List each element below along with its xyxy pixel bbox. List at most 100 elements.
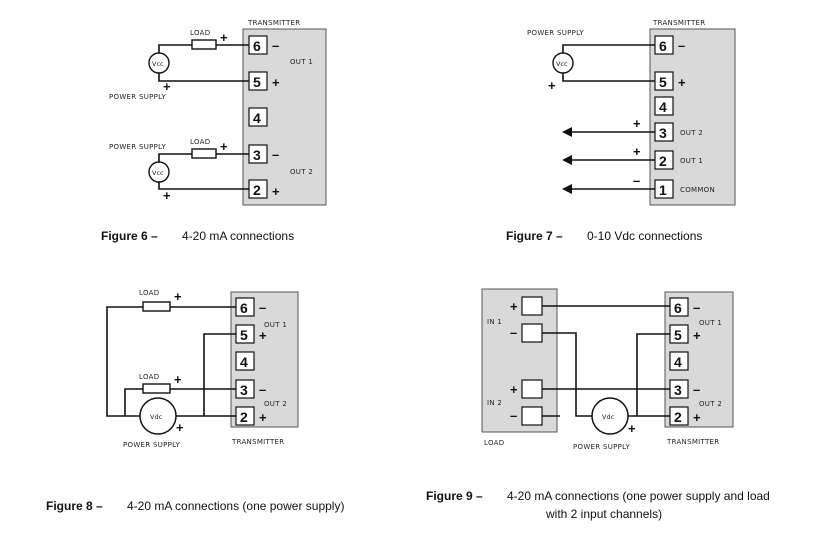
- vdc-label: Vdc: [150, 413, 163, 421]
- terminal-4-number: 4: [659, 99, 667, 115]
- figure-8: TRANSMITTER 6 5 4 3 2 – + – + OUT 1 OUT …: [106, 289, 299, 449]
- terminal-4: [235, 351, 255, 371]
- transmitter-label: TRANSMITTER: [652, 19, 705, 27]
- wire: [628, 333, 670, 417]
- figure-8-label: Figure 8 –: [46, 499, 103, 513]
- terminal-3-number: 3: [674, 382, 682, 398]
- sign-plus: +: [510, 299, 518, 314]
- figure-6-caption: 4-20 mA connections: [182, 229, 294, 243]
- wire: [158, 44, 249, 82]
- vcc-label: Vcc: [556, 60, 568, 68]
- out1-label: OUT 1: [699, 319, 722, 327]
- sign-minus: –: [510, 408, 517, 423]
- terminal-2-number: 2: [674, 409, 682, 425]
- sign-plus: +: [176, 420, 184, 435]
- in2-label: IN 2: [487, 399, 502, 407]
- terminal-5-number: 5: [659, 74, 667, 90]
- wire: [124, 388, 236, 416]
- figure-6-label: Figure 6 –: [101, 229, 158, 243]
- terminal-4-number: 4: [674, 354, 682, 370]
- terminal-4: [248, 107, 268, 127]
- sign-minus: –: [259, 300, 266, 315]
- power-supply-icon: [148, 161, 170, 183]
- terminal-6-number: 6: [659, 38, 667, 54]
- power-supply-icon: [139, 397, 177, 435]
- input-terminal: [521, 323, 543, 343]
- transmitter-label: TRANSMITTER: [666, 438, 719, 446]
- arrow-left-icon: [562, 127, 572, 137]
- out2-label: OUT 2: [290, 168, 313, 176]
- sign-plus: +: [220, 139, 228, 154]
- wire: [158, 153, 249, 190]
- power-supply-icon: [148, 52, 170, 74]
- sign-plus: +: [633, 116, 641, 131]
- out1-label: OUT 1: [264, 321, 287, 329]
- terminal-1-number: 1: [659, 182, 667, 198]
- vdc-label: Vdc: [602, 413, 615, 421]
- terminal-6: [669, 297, 689, 317]
- transmitter-box: [649, 28, 736, 206]
- sign-plus: +: [693, 410, 701, 425]
- load-label: LOAD: [190, 138, 210, 146]
- terminal-3-number: 3: [253, 147, 261, 163]
- sign-plus: +: [174, 372, 182, 387]
- terminal-5-number: 5: [240, 327, 248, 343]
- power-supply-label: POWER SUPPLY: [527, 29, 584, 37]
- figure-7-label: Figure 7 –: [506, 229, 563, 243]
- common-label: COMMON: [680, 186, 715, 194]
- wire: [542, 332, 592, 417]
- sign-plus: +: [163, 79, 171, 94]
- terminal-4-number: 4: [253, 110, 261, 126]
- terminal-2-number: 2: [253, 182, 261, 198]
- sign-plus: +: [174, 289, 182, 304]
- vcc-label: Vcc: [152, 60, 164, 68]
- sign-plus: +: [259, 410, 267, 425]
- arrow-left-icon: [562, 184, 572, 194]
- power-supply-label: POWER SUPPLY: [573, 443, 630, 451]
- figure-6: TRANSMITTER 6 5 4 3 2 – + – + OUT 1 OUT …: [109, 19, 327, 206]
- terminal-2-number: 2: [240, 409, 248, 425]
- out2-label: OUT 2: [264, 400, 287, 408]
- sign-minus: –: [259, 382, 266, 397]
- load-resistor: [191, 39, 217, 50]
- sign-plus: +: [628, 421, 636, 436]
- sign-plus: +: [272, 184, 280, 199]
- figure-9-caption: 4-20 mA connections (one power supply an…: [507, 489, 770, 503]
- figure-9-label: Figure 9 –: [426, 489, 483, 503]
- transmitter-label: TRANSMITTER: [231, 438, 284, 446]
- power-supply-label: POWER SUPPLY: [109, 143, 166, 151]
- load-label: LOAD: [484, 439, 504, 447]
- terminal-3-number: 3: [659, 125, 667, 141]
- sign-minus: –: [272, 147, 279, 162]
- input-terminal: [521, 406, 543, 426]
- sign-minus: –: [633, 173, 640, 188]
- power-supply-label: POWER SUPPLY: [123, 441, 180, 449]
- sign-plus: +: [633, 144, 641, 159]
- power-supply-icon: [552, 52, 574, 74]
- terminal-4-number: 4: [240, 354, 248, 370]
- wire: [176, 333, 236, 417]
- figure-7-caption: 0-10 Vdc connections: [587, 229, 702, 243]
- load-resistor: [191, 148, 217, 159]
- terminal-6-number: 6: [674, 300, 682, 316]
- sign-plus: +: [510, 382, 518, 397]
- out2-label: OUT 2: [680, 129, 703, 137]
- wire: [562, 44, 655, 82]
- input-terminal: [521, 296, 543, 316]
- out2-label: OUT 2: [699, 400, 722, 408]
- transmitter-label: TRANSMITTER: [247, 19, 300, 27]
- terminal-6-number: 6: [240, 300, 248, 316]
- vcc-label: Vcc: [152, 169, 164, 177]
- load-resistor: [142, 301, 171, 312]
- power-supply-label: POWER SUPPLY: [109, 93, 166, 101]
- sign-plus: +: [220, 30, 228, 45]
- terminal-4: [669, 351, 689, 371]
- sign-minus: –: [678, 38, 685, 53]
- sign-plus: +: [272, 75, 280, 90]
- terminal-5-number: 5: [253, 74, 261, 90]
- terminal-2-number: 2: [659, 153, 667, 169]
- input-terminal: [521, 379, 543, 399]
- terminal-5-number: 5: [674, 327, 682, 343]
- sign-minus: –: [510, 325, 517, 340]
